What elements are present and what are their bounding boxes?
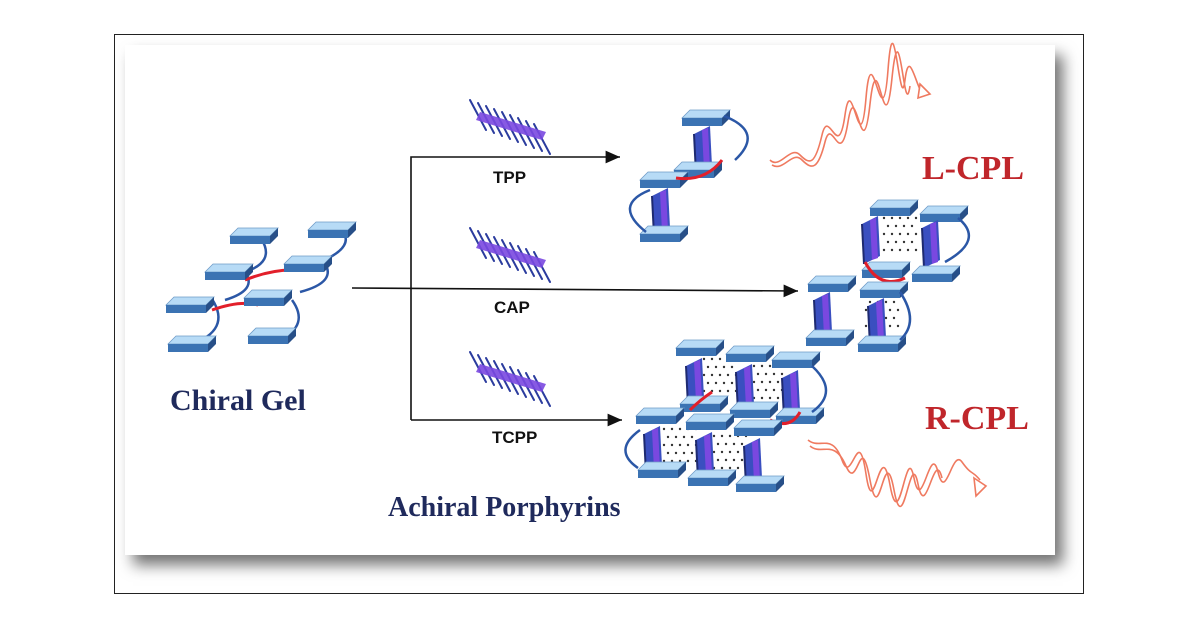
cap-assembly bbox=[805, 199, 971, 353]
tpp-assembly bbox=[628, 109, 749, 243]
r-cpl-label: R-CPL bbox=[925, 400, 1029, 437]
tcpp-assembly bbox=[624, 339, 828, 493]
chiral-gel-network bbox=[165, 221, 357, 353]
tpp-label: TPP bbox=[493, 168, 527, 187]
l-cpl-label: L-CPL bbox=[922, 150, 1024, 187]
chiral-gel-label: Chiral Gel bbox=[170, 384, 306, 417]
cap-label: CAP bbox=[494, 298, 530, 317]
cap-stack-icon bbox=[469, 227, 551, 283]
tpp-stack-icon bbox=[469, 99, 551, 155]
r-cpl-wave-icon bbox=[807, 439, 988, 508]
achiral-porphyrins-label: Achiral Porphyrins bbox=[388, 492, 621, 523]
tcpp-label: TCPP bbox=[492, 428, 538, 447]
tcpp-stack-icon bbox=[469, 351, 551, 407]
l-cpl-wave-icon bbox=[769, 42, 932, 168]
pathway-arrows bbox=[351, 150, 799, 427]
